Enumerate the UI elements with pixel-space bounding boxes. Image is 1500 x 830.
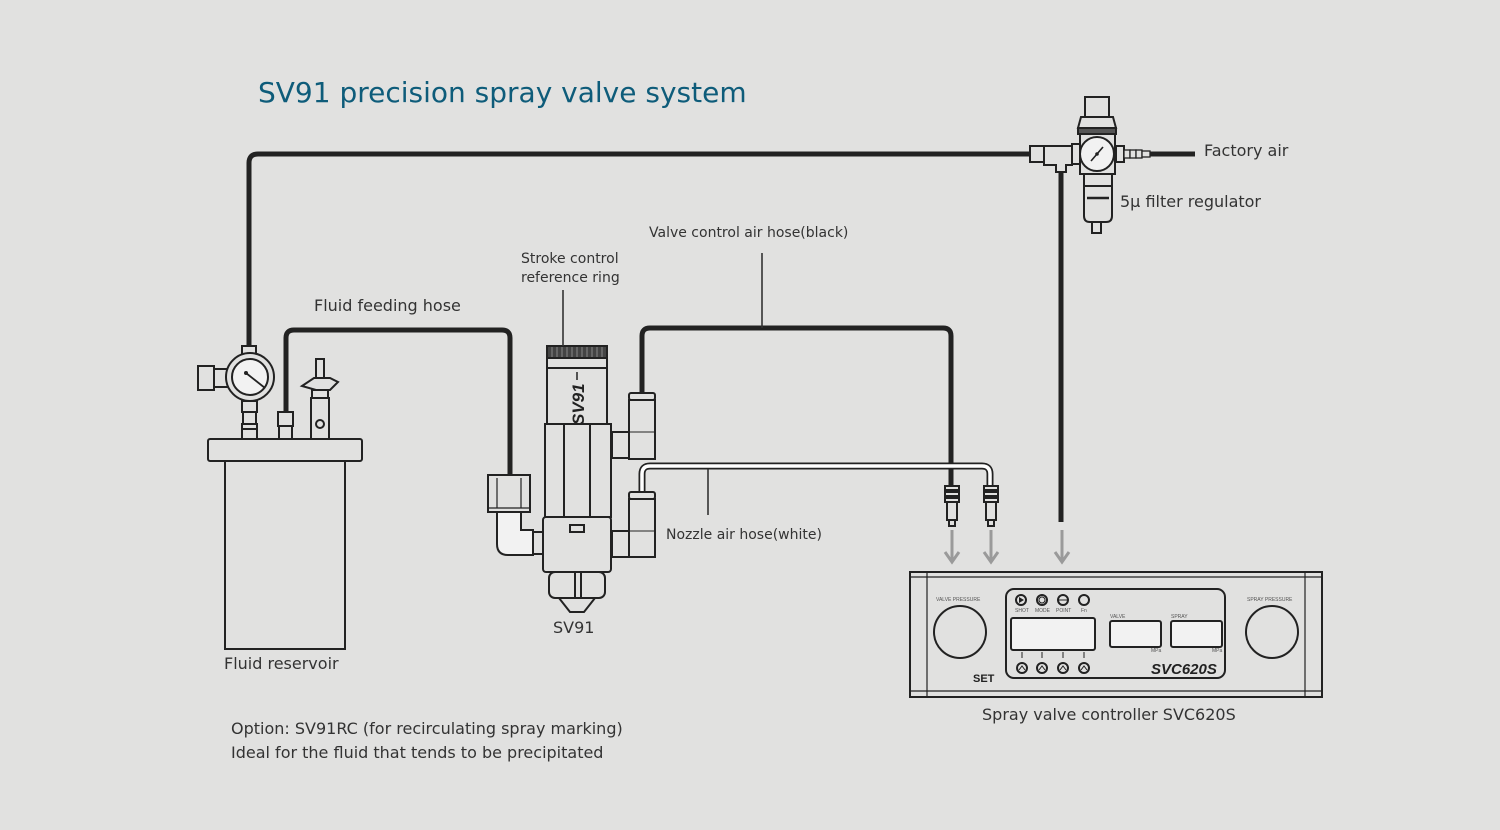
arrow-down-icon <box>1053 530 1071 565</box>
relief-valve <box>299 358 340 440</box>
fluid-outlet-fitting <box>277 411 294 440</box>
valve-display-label: VALVE <box>1110 614 1126 620</box>
point-button[interactable]: POINT <box>1056 594 1071 614</box>
valve-control-hose-label: Valve control air hose(black) <box>649 225 848 241</box>
diagram-title: SV91 precision spray valve system <box>258 76 747 109</box>
fn-icon <box>1078 594 1090 606</box>
spray-pressure-label: SPRAY PRESSURE <box>1247 597 1293 603</box>
option-note-line1: Option: SV91RC (for recirculating spray … <box>231 719 623 738</box>
valve-control-air-fitting <box>611 392 656 460</box>
nozzle-air-hose <box>640 464 992 492</box>
chevron-up-icon <box>1080 665 1088 671</box>
quick-connector-spray <box>983 485 999 527</box>
up-button-1[interactable] <box>1016 662 1028 674</box>
controller-caption: Spray valve controller SVC620S <box>982 705 1236 724</box>
svg-text:SHOT: SHOT <box>1015 608 1029 614</box>
valve-pressure-knob[interactable] <box>933 605 987 659</box>
valve-control-air-hose <box>639 325 954 486</box>
fn-button[interactable]: Fn <box>1078 594 1090 614</box>
reservoir-pressure-gauge <box>197 345 275 440</box>
valve-unit: MPa <box>1151 648 1162 654</box>
up-button-3[interactable] <box>1057 662 1069 674</box>
spray-unit: MPa <box>1212 648 1223 654</box>
svg-text:POINT: POINT <box>1056 608 1071 614</box>
main-display <box>1010 617 1096 651</box>
spray-pressure-display <box>1170 620 1223 648</box>
nozzle-air-hose-label: Nozzle air hose(white) <box>666 527 822 543</box>
fluid-feeding-hose-label: Fluid feeding hose <box>314 296 461 315</box>
sv91-body-mark: SV91 <box>569 383 588 425</box>
svg-text:MODE: MODE <box>1035 608 1051 614</box>
svg-text:Fn: Fn <box>1081 608 1087 614</box>
spray-display-label: SPRAY <box>1171 614 1188 620</box>
valve-pressure-label: VALVE PRESSURE <box>936 597 981 603</box>
nozzle-air-fitting <box>611 491 656 558</box>
fluid-feeding-hose <box>283 327 513 475</box>
filter-regulator-label: 5μ filter regulator <box>1120 192 1261 211</box>
valve-pressure-display <box>1109 620 1162 648</box>
brand-logo: SET <box>973 673 995 685</box>
sv91-valve: SV91 <box>487 345 656 613</box>
fluid-reservoir <box>197 345 363 650</box>
stroke-ring-label-line1: Stroke control <box>521 251 619 267</box>
spray-pressure-knob[interactable] <box>1245 605 1299 659</box>
filter-regulator <box>1029 96 1151 234</box>
stroke-ring-label-line2: reference ring <box>521 270 620 286</box>
quick-connector-valve <box>944 485 960 527</box>
chevron-up-icon <box>1059 665 1067 671</box>
shot-button[interactable]: SHOT <box>1015 594 1029 614</box>
sv91-label: SV91 <box>553 618 594 637</box>
mode-icon <box>1036 594 1048 606</box>
factory-air-main-hose <box>246 151 1040 350</box>
nozzle-air-hose-outline <box>638 462 994 492</box>
arrow-down-icon <box>943 530 961 565</box>
controller-model-label: SVC620S <box>1151 661 1217 678</box>
factory-air-label: Factory air <box>1204 141 1289 160</box>
up-button-4[interactable] <box>1078 662 1090 674</box>
up-button-2[interactable] <box>1036 662 1048 674</box>
option-note-line2: Ideal for the fluid that tends to be pre… <box>231 743 603 762</box>
arrow-down-icon <box>982 530 1000 565</box>
chevron-up-icon <box>1018 665 1026 671</box>
tee-fitting-nut <box>1029 145 1045 163</box>
fluid-inlet-elbow <box>487 474 544 556</box>
tee-fitting <box>1043 145 1073 173</box>
chevron-up-icon <box>1038 665 1046 671</box>
mode-button[interactable]: MODE <box>1035 594 1051 614</box>
spray-valve-controller: VALVE PRESSURE SPRAY PRESSURE SHOT MODE … <box>909 571 1323 698</box>
fluid-reservoir-label: Fluid reservoir <box>224 654 339 673</box>
